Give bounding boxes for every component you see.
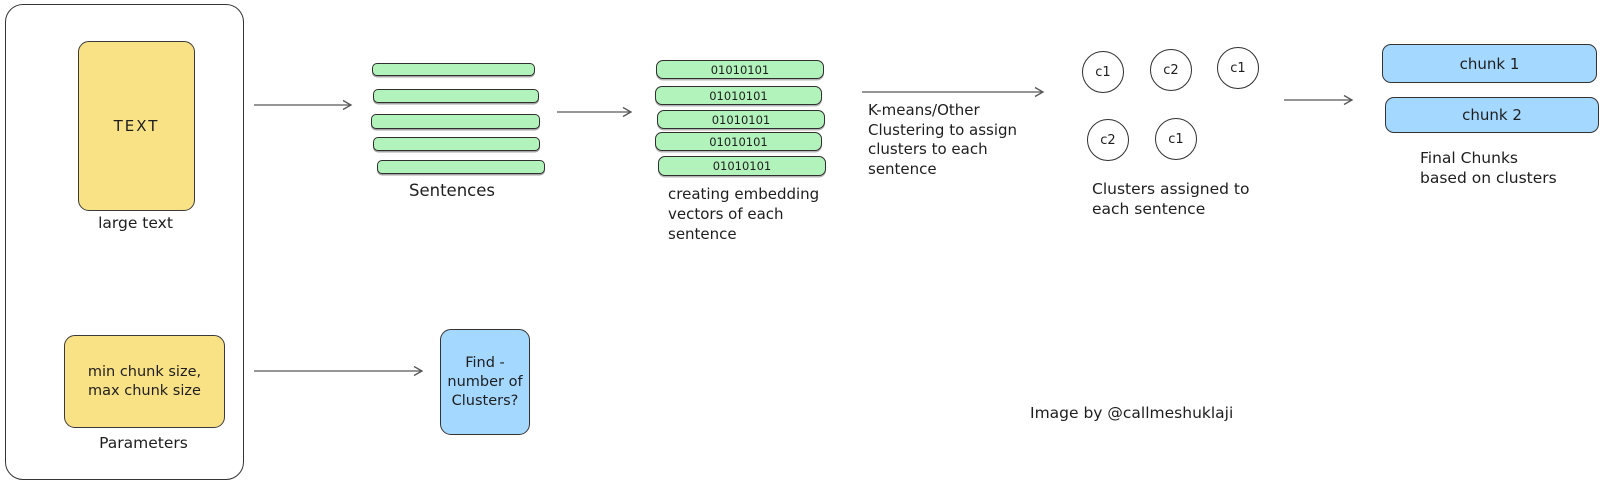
sentence-bar xyxy=(377,160,545,174)
text-box-label: TEXT xyxy=(113,117,160,135)
parameters-line-1: min chunk size, xyxy=(87,363,202,380)
arrow-embeddings-to-clusters xyxy=(862,86,1045,98)
cluster-label: c1 xyxy=(1168,131,1184,147)
arrow-panel-to-sentences xyxy=(254,99,353,111)
embedding-box: 01010101 xyxy=(655,86,822,105)
embedding-value: 01010101 xyxy=(711,112,771,127)
credit-text: Image by @callmeshuklaji xyxy=(1030,404,1234,422)
cluster-circle: c1 xyxy=(1217,47,1259,89)
clusters-caption-line: Clusters assigned to xyxy=(1092,180,1250,198)
clusters-caption-line: each sentence xyxy=(1092,200,1206,218)
embedding-box: 01010101 xyxy=(655,132,822,151)
sentence-bar xyxy=(373,137,540,151)
sentence-bar xyxy=(371,114,540,129)
clustering-step-label: K-means/Other Clustering to assign clust… xyxy=(868,101,1017,179)
embedding-value: 01010101 xyxy=(709,88,768,103)
find-clusters-line: Clusters? xyxy=(451,392,519,409)
clustering-label-line: K-means/Other xyxy=(868,101,980,119)
embedding-value: 01010101 xyxy=(710,62,770,77)
embeddings-caption-line: sentence xyxy=(668,225,737,243)
embedding-box: 01010101 xyxy=(657,110,825,129)
cluster-circle: c2 xyxy=(1150,49,1192,91)
find-clusters-line: number of xyxy=(447,373,523,390)
parameters-box: min chunk size, max chunk size xyxy=(64,335,225,428)
cluster-label: c1 xyxy=(1230,60,1246,76)
input-panel: TEXT large text min chunk size, max chun… xyxy=(5,4,244,480)
embeddings-caption-line: vectors of each xyxy=(668,205,784,223)
arrow-panel-to-find-box xyxy=(254,365,424,377)
arrow-clusters-to-chunks xyxy=(1284,94,1354,106)
text-box-caption: large text xyxy=(98,214,173,232)
sentence-bar xyxy=(373,89,539,103)
clustering-label-line: Clustering to assign xyxy=(868,120,1018,139)
embedding-value: 01010101 xyxy=(709,134,768,149)
sentence-bar xyxy=(372,63,535,76)
chunk-box: chunk 2 xyxy=(1385,97,1599,133)
text-box: TEXT xyxy=(78,41,195,211)
find-clusters-box: Find - number of Clusters? xyxy=(440,329,530,435)
cluster-label: c2 xyxy=(1100,132,1116,148)
chunk-label: chunk 2 xyxy=(1462,106,1522,124)
clustering-label-line: clusters to each xyxy=(868,140,988,158)
arrow-sentences-to-embeddings xyxy=(557,106,633,118)
cluster-circle: c2 xyxy=(1087,119,1129,161)
cluster-circle: c1 xyxy=(1082,51,1124,93)
embedding-box: 01010101 xyxy=(658,156,826,176)
embedding-box: 01010101 xyxy=(656,60,824,79)
embeddings-caption-line: creating embedding xyxy=(668,185,820,203)
cluster-label: c1 xyxy=(1095,64,1111,80)
cluster-circle: c1 xyxy=(1155,118,1197,160)
parameters-line-2: max chunk size xyxy=(88,382,201,399)
find-clusters-line: Find - xyxy=(465,354,505,371)
chunk-box: chunk 1 xyxy=(1382,44,1597,83)
chunks-caption-line: Final Chunks xyxy=(1420,149,1518,167)
clusters-caption: Clusters assigned to each sentence xyxy=(1092,179,1250,219)
clustering-label-line: sentence xyxy=(868,159,937,178)
embedding-value: 01010101 xyxy=(712,159,772,173)
sentences-caption: Sentences xyxy=(409,181,495,200)
parameters-caption: Parameters xyxy=(99,434,188,452)
chunks-caption-line: based on clusters xyxy=(1420,169,1557,187)
chunk-label: chunk 1 xyxy=(1459,54,1520,73)
embeddings-caption: creating embedding vectors of each sente… xyxy=(668,184,819,244)
chunks-caption: Final Chunks based on clusters xyxy=(1420,148,1557,188)
cluster-label: c2 xyxy=(1163,62,1179,78)
